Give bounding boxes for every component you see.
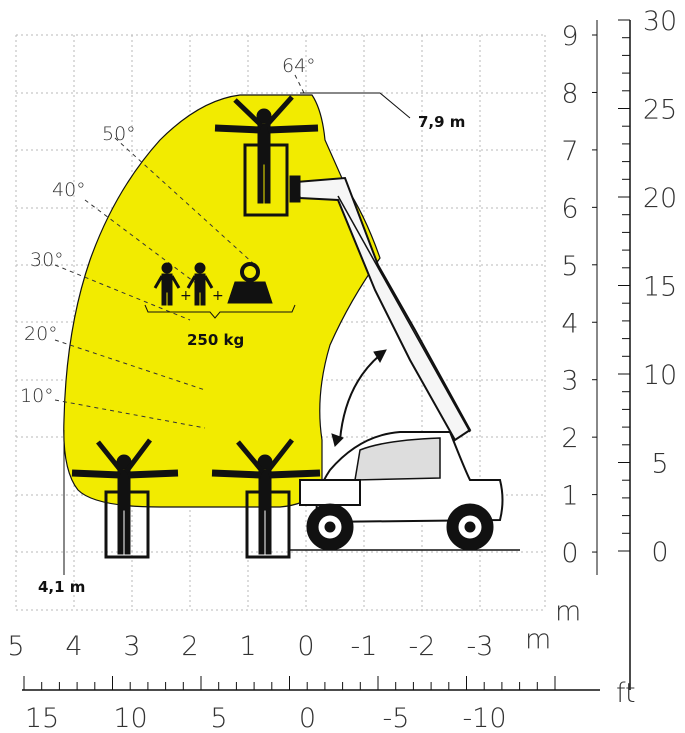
height-m-tick-label: 7 — [561, 136, 578, 167]
height-m-tick-label: 8 — [561, 78, 578, 109]
angle-label-64: 64° — [282, 55, 316, 77]
platform-figure-top — [214, 95, 319, 217]
outreach-m-tick-label: 5 — [7, 631, 24, 662]
height-ft-tick-label: 30 — [643, 6, 677, 37]
height-ft-tick-label: 5 — [651, 449, 668, 480]
platform-figure-right — [211, 438, 321, 559]
height-m-tick-label: 5 — [561, 251, 578, 282]
height-ft-minor-ticks — [618, 19, 630, 552]
height-m-tick-label: 3 — [561, 366, 578, 397]
outreach-ft-tick-label: -5 — [383, 703, 410, 733]
height-m-tick-label: 9 — [561, 21, 578, 52]
telehandler-machine — [289, 175, 520, 551]
height-m-tick-labels: 9 8 7 6 5 4 3 2 1 0 — [561, 21, 597, 569]
svg-text:+: + — [212, 288, 224, 304]
angle-label-30: 30° — [30, 249, 64, 271]
outreach-ft-tick-label: 10 — [113, 703, 147, 733]
outreach-m-tick-label: 0 — [297, 631, 314, 662]
outreach-m-tick-labels: 5 4 3 2 1 0 -1 -2 -3 — [7, 631, 493, 662]
height-ft-tick-label: 20 — [643, 183, 677, 214]
height-ft-tick-label: 10 — [643, 360, 677, 391]
outreach-m-tick-label: -2 — [409, 631, 436, 662]
angle-label-20: 20° — [24, 323, 58, 345]
height-ft-tick-label: 15 — [643, 272, 677, 303]
svg-text:+: + — [180, 288, 192, 304]
outreach-ft-tick-label: -10 — [462, 703, 506, 733]
height-m-tick-label: 6 — [561, 193, 578, 224]
height-ft-tick-labels: 30 25 20 15 10 5 0 — [643, 6, 677, 568]
outreach-m-tick-label: 1 — [239, 631, 256, 662]
height-m-tick-label: 2 — [561, 423, 578, 454]
height-m-tick-label: 4 — [561, 308, 578, 339]
platform-figure-left — [71, 438, 179, 559]
outreach-ft-minor-ticks — [23, 676, 556, 690]
max-outreach-label: 4,1 m — [38, 578, 85, 596]
outreach-m-tick-label: -1 — [351, 631, 378, 662]
max-height-leader — [300, 92, 411, 119]
outreach-ft-tick-labels: 15 10 5 0 -5 -10 — [25, 703, 507, 733]
outreach-m-tick-label: 3 — [123, 631, 140, 662]
height-m-tick-label: 0 — [561, 538, 578, 569]
outreach-ft-tick-label: 15 — [25, 703, 59, 733]
unit-label-bottom-m: m — [525, 624, 551, 655]
capacity-label: 250 kg — [187, 331, 244, 349]
outreach-m-tick-label: -3 — [467, 631, 494, 662]
capacity-pictogram: + + — [144, 262, 296, 319]
height-ft-tick-label: 25 — [643, 95, 677, 126]
height-ft-tick-label: 0 — [651, 537, 668, 568]
unit-label-ft: ft — [616, 678, 636, 709]
outreach-ft-tick-label: 5 — [210, 703, 227, 733]
unit-label-right-m: m — [555, 596, 581, 627]
angle-label-50: 50° — [102, 123, 136, 145]
outreach-ft-tick-label: 0 — [299, 703, 316, 733]
max-height-label: 7,9 m — [418, 113, 465, 131]
outreach-m-tick-label: 4 — [65, 631, 82, 662]
angle-label-10: 10° — [20, 385, 54, 407]
angle-lines — [54, 74, 306, 429]
angle-label-40: 40° — [52, 179, 86, 201]
outreach-m-tick-label: 2 — [181, 631, 198, 662]
height-m-tick-label: 1 — [561, 481, 578, 512]
